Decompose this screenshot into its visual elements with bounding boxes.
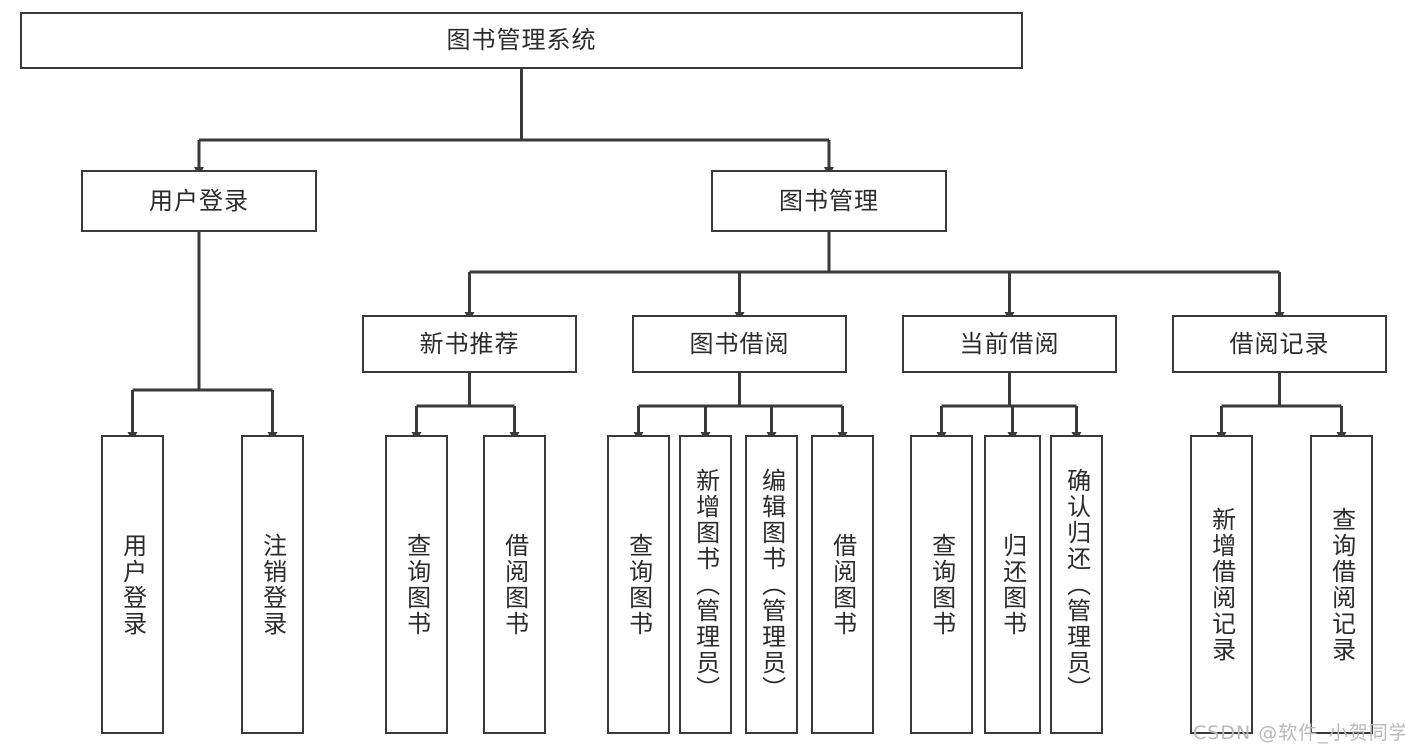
node-l2-book-mgmt[interactable]: 图书管理 bbox=[711, 170, 947, 232]
node-label: 查询图书 bbox=[927, 532, 956, 637]
node-label: 当前借阅 bbox=[959, 329, 1060, 358]
node-leaf-logout[interactable]: 注销登录 bbox=[241, 435, 304, 734]
node-root[interactable]: 图书管理系统 bbox=[20, 12, 1023, 69]
node-leaf-return-book[interactable]: 归还图书 bbox=[984, 435, 1041, 734]
node-label: 归还图书 bbox=[998, 532, 1027, 637]
csdn-watermark: CSDN @软件_小贺同学 bbox=[1193, 722, 1405, 744]
node-label: 图书管理 bbox=[779, 186, 879, 215]
node-label: 查询图书 bbox=[624, 532, 653, 637]
node-label: 借阅图书 bbox=[828, 532, 857, 637]
node-l3-current-borrow[interactable]: 当前借阅 bbox=[902, 315, 1117, 373]
node-l3-borrow-record[interactable]: 借阅记录 bbox=[1172, 315, 1387, 373]
node-label: 借阅图书 bbox=[500, 532, 529, 637]
node-label: 注销登录 bbox=[258, 532, 287, 637]
node-l2-user-login[interactable]: 用户登录 bbox=[81, 170, 317, 232]
node-label: 新增图书（管理员） bbox=[691, 467, 720, 702]
node-leaf-query-book-3[interactable]: 查询图书 bbox=[910, 435, 973, 734]
node-label: 新增借阅记录 bbox=[1207, 506, 1236, 663]
node-leaf-query-book-2[interactable]: 查询图书 bbox=[607, 435, 670, 734]
node-leaf-add-book[interactable]: 新增图书（管理员） bbox=[679, 435, 732, 734]
connector-lines bbox=[127, 69, 1347, 441]
node-label: 用户登录 bbox=[149, 186, 249, 215]
node-leaf-edit-book[interactable]: 编辑图书（管理员） bbox=[745, 435, 798, 734]
node-leaf-user-login[interactable]: 用户登录 bbox=[101, 435, 164, 734]
node-leaf-borrow-book-1[interactable]: 借阅图书 bbox=[483, 435, 546, 734]
node-label: 用户登录 bbox=[118, 532, 147, 637]
node-label: 图书借阅 bbox=[689, 329, 790, 358]
node-label: 编辑图书（管理员） bbox=[757, 467, 786, 702]
node-leaf-query-book-1[interactable]: 查询图书 bbox=[385, 435, 448, 734]
node-leaf-query-record[interactable]: 查询借阅记录 bbox=[1310, 435, 1373, 734]
node-label: 确认归还（管理员） bbox=[1062, 467, 1091, 702]
node-l3-book-borrow[interactable]: 图书借阅 bbox=[632, 315, 847, 373]
node-label: 查询图书 bbox=[402, 532, 431, 637]
node-leaf-confirm-return[interactable]: 确认归还（管理员） bbox=[1050, 435, 1103, 734]
node-leaf-add-record[interactable]: 新增借阅记录 bbox=[1190, 435, 1253, 734]
node-label: 新书推荐 bbox=[419, 329, 520, 358]
node-l3-new-book-rec[interactable]: 新书推荐 bbox=[362, 315, 577, 373]
node-label: 图书管理系统 bbox=[446, 26, 597, 55]
node-label: 查询借阅记录 bbox=[1327, 506, 1356, 663]
node-label: 借阅记录 bbox=[1229, 329, 1330, 358]
node-leaf-borrow-book-2[interactable]: 借阅图书 bbox=[811, 435, 874, 734]
